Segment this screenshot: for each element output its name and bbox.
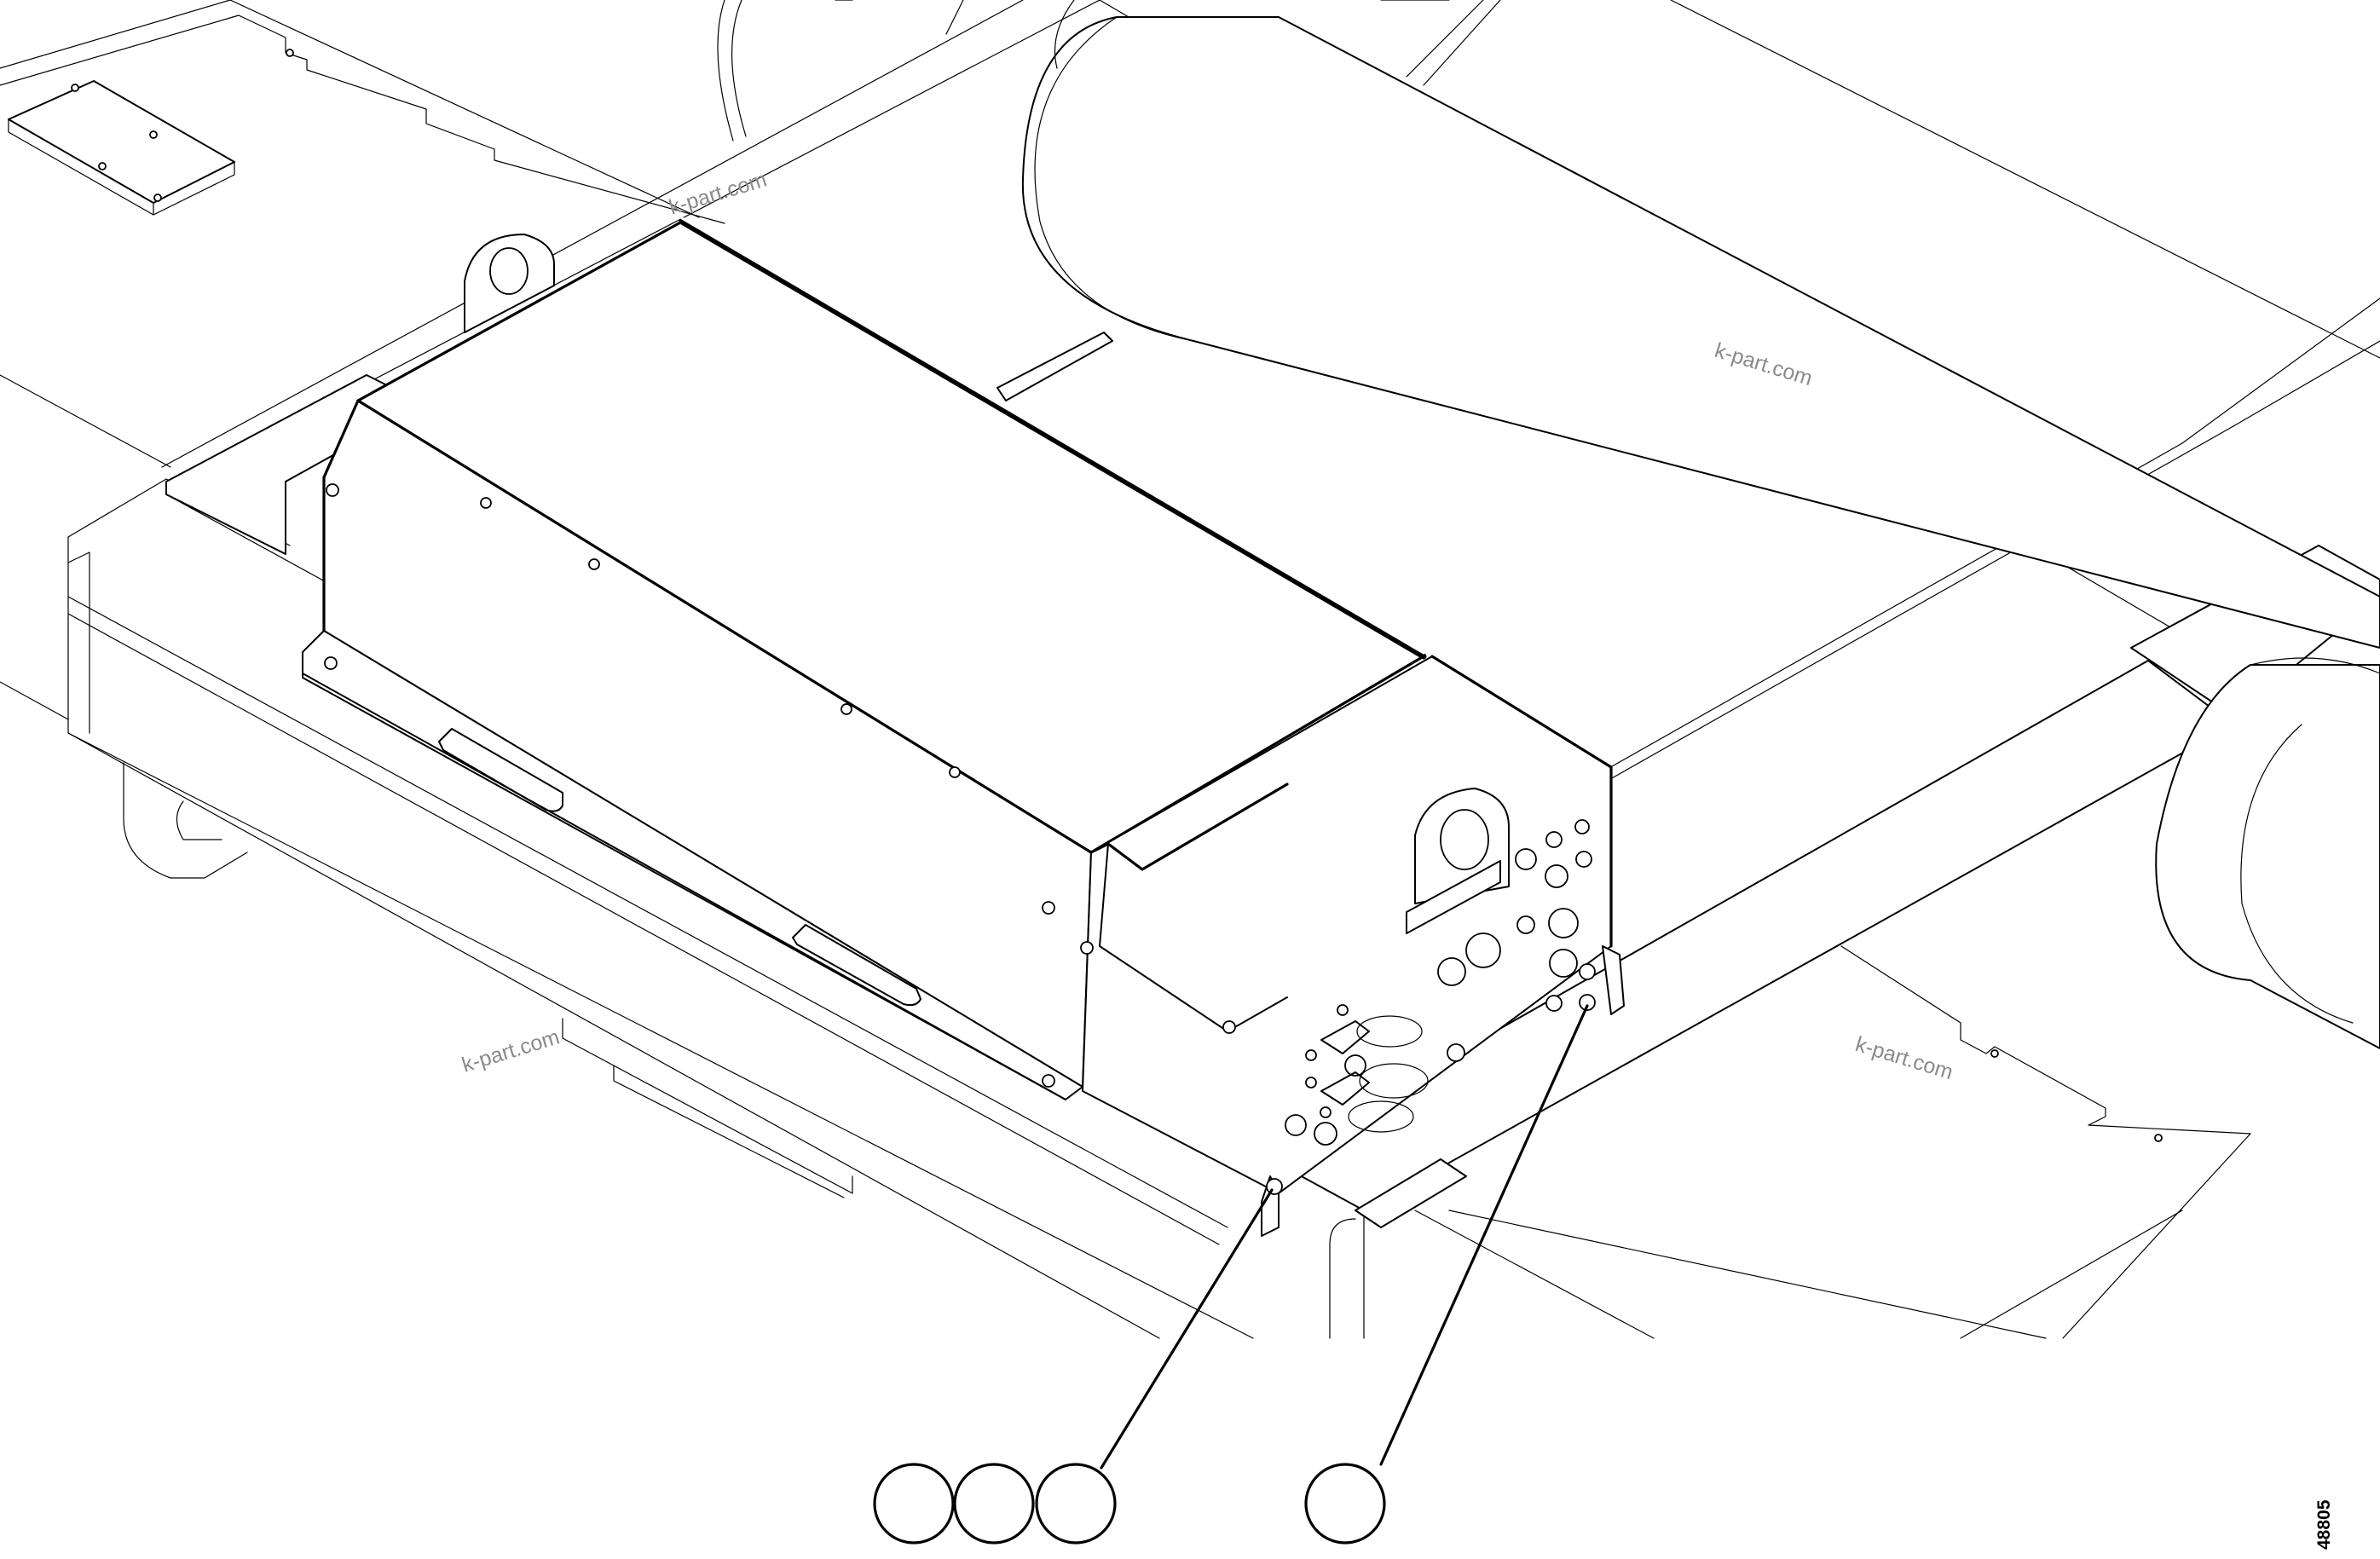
machine-frame: [0, 0, 2380, 1339]
battery-box: [302, 217, 1625, 1237]
leader-line-1: [1100, 1188, 1274, 1470]
callout-bubble-3: [1035, 1463, 1117, 1545]
roller-lower-right: [2155, 657, 2380, 1049]
callout-bubble-2: [953, 1463, 1035, 1545]
leader-line-2: [1379, 1004, 1589, 1466]
watermark-1: k-part.com: [667, 167, 770, 219]
roller-upper: [717, 0, 2380, 649]
callout-bubble-4: [1304, 1463, 1386, 1545]
callouts: [873, 1004, 1589, 1545]
callout-bubble-1: [873, 1463, 955, 1545]
frame-plates-mid: [996, 332, 1467, 1228]
watermark-4: k-part.com: [1852, 1032, 1955, 1084]
watermark-3: k-part.com: [459, 1025, 563, 1077]
figure-number: 48805: [2314, 1499, 2334, 1550]
